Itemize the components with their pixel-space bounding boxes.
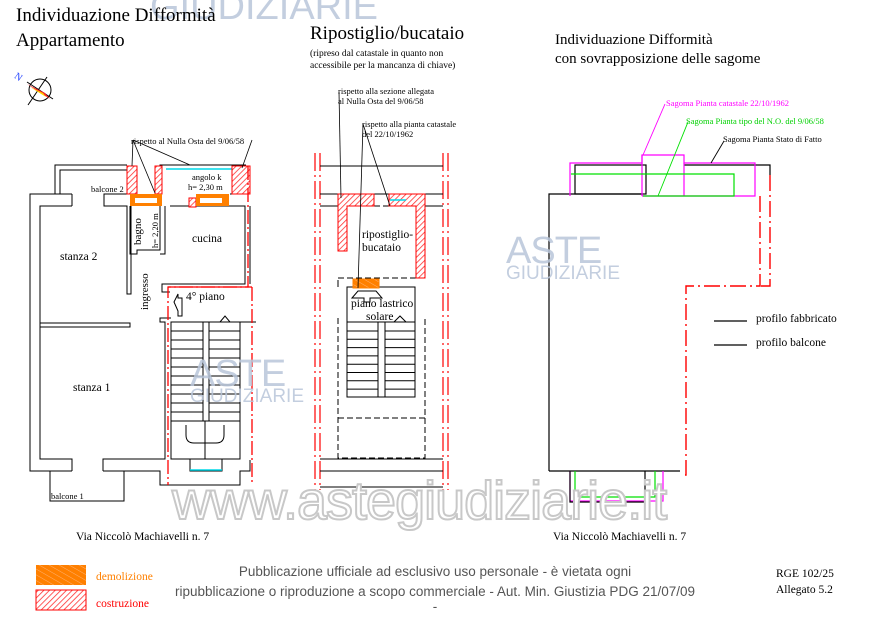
label-angolo-k-h: h= 2,30 m xyxy=(188,182,223,192)
legend-profilo-fabbricato: profilo fabbricato xyxy=(756,313,837,325)
left-title: Individuazione Difformità xyxy=(16,5,216,26)
label-lastrico-2: solare xyxy=(366,311,394,323)
watermark-url: www.astegiudiziarie.it xyxy=(171,470,668,532)
watermark-logo: ASTE GIUDIZIARIE xyxy=(506,230,621,284)
label-balcone2: balcone 2 xyxy=(91,184,124,194)
note-sezione-2: al Nulla Osta del 9/06/58 xyxy=(338,96,424,106)
middle-title: Ripostiglio/bucataio xyxy=(310,23,465,44)
left-subtitle: Appartamento xyxy=(16,30,125,51)
note-nulla-osta: rispetto al Nulla Osta del 9/06/58 xyxy=(131,136,245,146)
costruzione-wall xyxy=(154,165,163,195)
watermark-logo: GIUDIZIARIE xyxy=(150,0,379,28)
right-title-1: Individuazione Difformità xyxy=(555,32,713,48)
watermark-logo: ASTE GIUDIZIARIE xyxy=(190,353,305,407)
label-ingresso: ingresso xyxy=(139,273,151,310)
legend-costruzione: costruzione xyxy=(96,598,150,610)
apartment-plan xyxy=(29,164,256,502)
label-sagoma-tipo: Sagoma Pianta tipo del N.O. del 9/06/58 xyxy=(686,116,824,126)
allegato-number: Allegato 5.2 xyxy=(776,584,833,596)
right-title-2: con sovrapposizione delle sagome xyxy=(555,51,761,67)
label-ripostiglio-2: bucataio xyxy=(362,242,401,254)
label-ripostiglio-1: ripostiglio- xyxy=(362,229,414,241)
label-lastrico-1: piano lastrico xyxy=(351,298,414,310)
publication-notice: Pubblicazione ufficiale ad esclusivo uso… xyxy=(174,564,695,614)
north-arrow-icon: N xyxy=(12,71,54,106)
right-address: Via Niccolò Machiavelli n. 7 xyxy=(553,531,687,543)
note-sezione-1: rispetto alla sezione allegata xyxy=(338,86,435,96)
middle-subtitle-2: accessibile per la mancanza di chiave) xyxy=(310,61,456,71)
label-bagno: bagno xyxy=(132,218,144,245)
label-sagoma-catastale: Sagoma Pianta catastale 22/10/1962 xyxy=(666,98,789,108)
label-bagno-h: h= 2,20 m xyxy=(150,213,160,248)
note-catastale-1: rispetto alla pianta catastale xyxy=(362,119,457,129)
costruzione-swatch xyxy=(35,589,87,611)
demolizione-swatch xyxy=(36,565,86,585)
costruzione-wall xyxy=(231,165,251,195)
costruzione-wall xyxy=(126,165,138,195)
label-4-piano: 4° piano xyxy=(186,291,225,303)
label-balcone1: balcone 1 xyxy=(51,491,84,501)
svg-text:N: N xyxy=(12,71,24,84)
legend-profilo-balcone: profilo balcone xyxy=(756,337,826,349)
label-cucina: cucina xyxy=(192,233,223,245)
rge-number: RGE 102/25 xyxy=(776,568,834,580)
note-catastale-2: del 22/10/1962 xyxy=(362,129,414,139)
ripostiglio-plan xyxy=(314,91,449,490)
label-stanza2: stanza 2 xyxy=(60,251,98,263)
sagome-overlay xyxy=(548,103,771,503)
label-angolo-k: angolo k xyxy=(192,172,222,182)
label-sagoma-stato: Sagoma Pianta Stato di Fatto xyxy=(723,134,822,144)
legend-demolizione: demolizione xyxy=(96,571,153,583)
middle-subtitle-1: (ripreso dal catastale in quanto non xyxy=(310,49,444,59)
costruzione-wall xyxy=(188,197,197,208)
label-stanza1: stanza 1 xyxy=(73,382,111,394)
left-address: Via Niccolò Machiavelli n. 7 xyxy=(76,531,210,543)
stair-treads xyxy=(171,330,240,413)
